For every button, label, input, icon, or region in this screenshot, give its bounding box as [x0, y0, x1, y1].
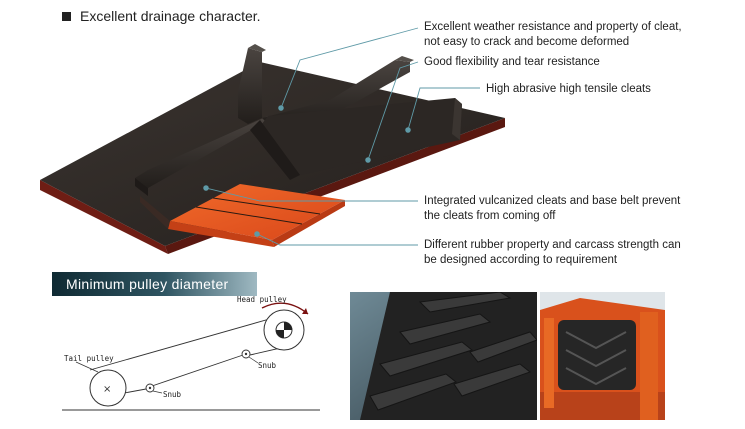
cleat-right-wing [262, 60, 410, 126]
callout-abrasive-cleats: High abrasive high tensile cleats [486, 83, 651, 95]
snub-label-top: Snub [258, 361, 277, 370]
cleat-center-post [238, 48, 262, 124]
cleat-left-wing [135, 116, 268, 188]
chevron-belt-photo [350, 292, 537, 420]
header-title: Excellent drainage character. [80, 8, 261, 24]
callout-rubber-property: Different rubber property and carcass st… [424, 239, 681, 266]
tail-pulley [89, 369, 127, 407]
section-header: Excellent drainage character. [62, 8, 261, 24]
pulley-section-title: Minimum pulley diameter [52, 272, 257, 296]
cleated-belt-illustration [40, 27, 505, 254]
svg-text:×: × [103, 384, 111, 395]
head-pulley-label: Head pulley [237, 295, 287, 304]
tail-pulley-label: Tail pulley [64, 354, 114, 363]
belt-front-edge [40, 180, 168, 254]
conveyor-machine-photo [540, 292, 665, 420]
snub-label-bottom: Snub [163, 390, 182, 399]
callout-weather-resistance: Excellent weather resistance and propert… [424, 21, 682, 48]
bullet-square-icon [62, 11, 71, 21]
callout-vulcanized-cleats: Integrated vulcanized cleats and base be… [424, 195, 681, 222]
pulley-diagram: × [62, 302, 320, 411]
callout-flexibility: Good flexibility and tear resistance [424, 56, 600, 68]
